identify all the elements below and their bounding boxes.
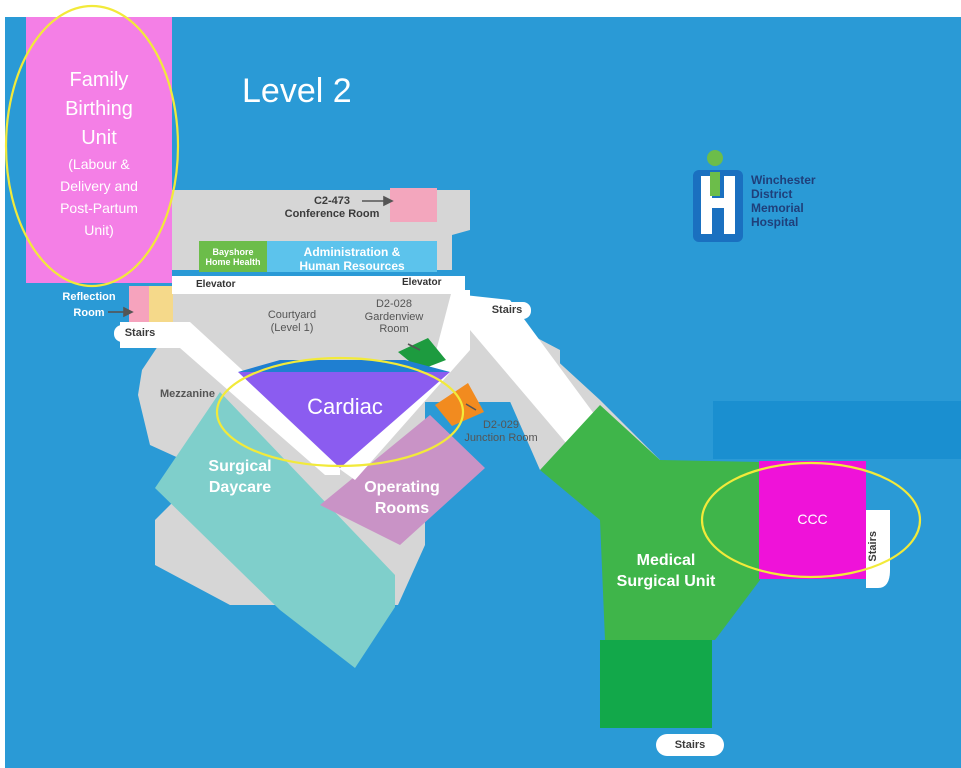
cardiac-block	[238, 372, 450, 468]
conference-room-block	[390, 188, 437, 222]
hospital-name: Winchester District Memorial Hospital	[751, 173, 816, 229]
mezzanine-label[interactable]: Mezzanine	[160, 388, 216, 400]
highlight-ring-family-birthing	[4, 4, 180, 288]
highlight-rings	[4, 4, 922, 579]
bayshore-label[interactable]: Bayshore Home Health	[205, 247, 261, 268]
operating-rooms-label[interactable]: Operating Rooms	[364, 479, 440, 517]
stairs-bottom-label[interactable]: Stairs	[656, 734, 724, 756]
ccc-label[interactable]: CCC	[797, 511, 828, 527]
bayshore-block	[199, 241, 267, 272]
cardiac-label[interactable]: Cardiac	[307, 394, 383, 419]
highlight-ring-cardiac	[215, 356, 465, 468]
family-birthing-sublabel: (Labour & Delivery and Post-Partum Unit)	[60, 156, 138, 238]
surgical-daycare-label[interactable]: Surgical Daycare	[208, 458, 272, 496]
highlight-ring-ccc	[700, 461, 922, 579]
stairs-left-label[interactable]: Stairs	[114, 325, 166, 342]
elevator-right-label[interactable]: Elevator	[402, 277, 442, 288]
family-birthing-label[interactable]: Family Birthing Unit	[65, 69, 133, 149]
junction-room-label[interactable]: D2-029 Junction Room	[464, 419, 538, 444]
reflection-room-label[interactable]: Reflection Room	[62, 291, 116, 319]
reflection-room-pink	[129, 286, 149, 322]
medical-surgical-label[interactable]: Medical Surgical Unit	[616, 552, 716, 590]
admin-label[interactable]: Administration & Human Resources	[299, 245, 405, 273]
right-blue-block	[713, 401, 961, 459]
stairs-right-label[interactable]: Stairs	[866, 531, 879, 562]
conference-room-label[interactable]: C2-473 Conference Room	[284, 195, 380, 220]
map-title: Level 2	[242, 72, 352, 110]
surgical-daycare-block	[155, 392, 395, 668]
medical-surgical-block	[540, 405, 760, 640]
junction-room-block	[435, 383, 484, 426]
admin-block	[267, 241, 437, 272]
operating-rooms-block	[320, 415, 485, 545]
gardenview-room-block	[398, 338, 446, 370]
elevator-left-label[interactable]: Elevator	[196, 279, 236, 290]
arrow-icon	[108, 195, 477, 411]
family-birthing-block	[26, 17, 172, 283]
courtyard-label: Courtyard (Level 1)	[267, 309, 317, 334]
hospital-logo-icon	[693, 150, 743, 242]
ccc-block	[759, 461, 866, 579]
medical-surgical-wing	[600, 640, 712, 728]
stairs-top-right-label[interactable]: Stairs	[483, 302, 531, 319]
gardenview-room-label[interactable]: D2-028 Gardenview Room	[364, 298, 424, 336]
reflection-room-yellow	[149, 286, 173, 322]
